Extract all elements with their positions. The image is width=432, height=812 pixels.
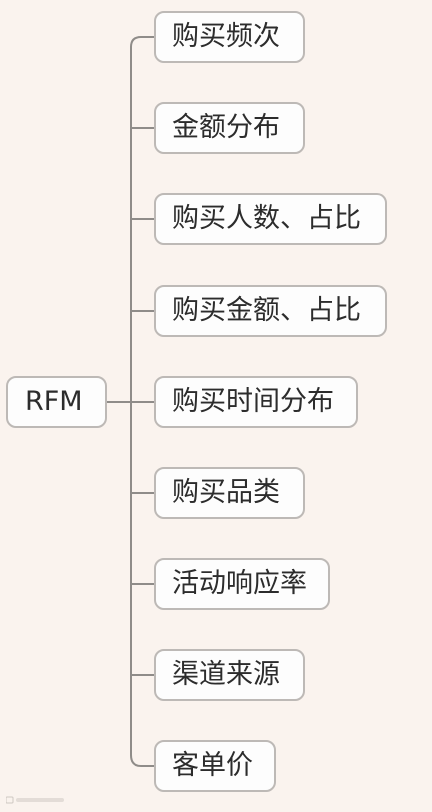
child-node-purchase-amount-share[interactable]: 购买金额、占比	[154, 285, 387, 337]
root-node-rfm[interactable]: RFM	[6, 376, 107, 428]
connector-child-8	[130, 754, 155, 767]
watermark-logo	[5, 795, 66, 808]
child-node-buyer-count-share[interactable]: 购买人数、占比	[154, 193, 387, 245]
child-node-amount-distribution[interactable]: 金额分布	[154, 102, 305, 154]
child-node-purchase-time-distribution[interactable]: 购买时间分布	[154, 376, 358, 428]
connector-child-0	[130, 36, 155, 48]
child-node-purchase-frequency[interactable]: 购买频次	[154, 11, 305, 63]
child-node-average-order-value[interactable]: 客单价	[154, 740, 276, 792]
child-node-campaign-response-rate[interactable]: 活动响应率	[154, 558, 330, 610]
child-node-channel-source[interactable]: 渠道来源	[154, 649, 305, 701]
watermark-icon	[5, 796, 64, 804]
child-node-purchase-category[interactable]: 购买品类	[154, 467, 305, 519]
